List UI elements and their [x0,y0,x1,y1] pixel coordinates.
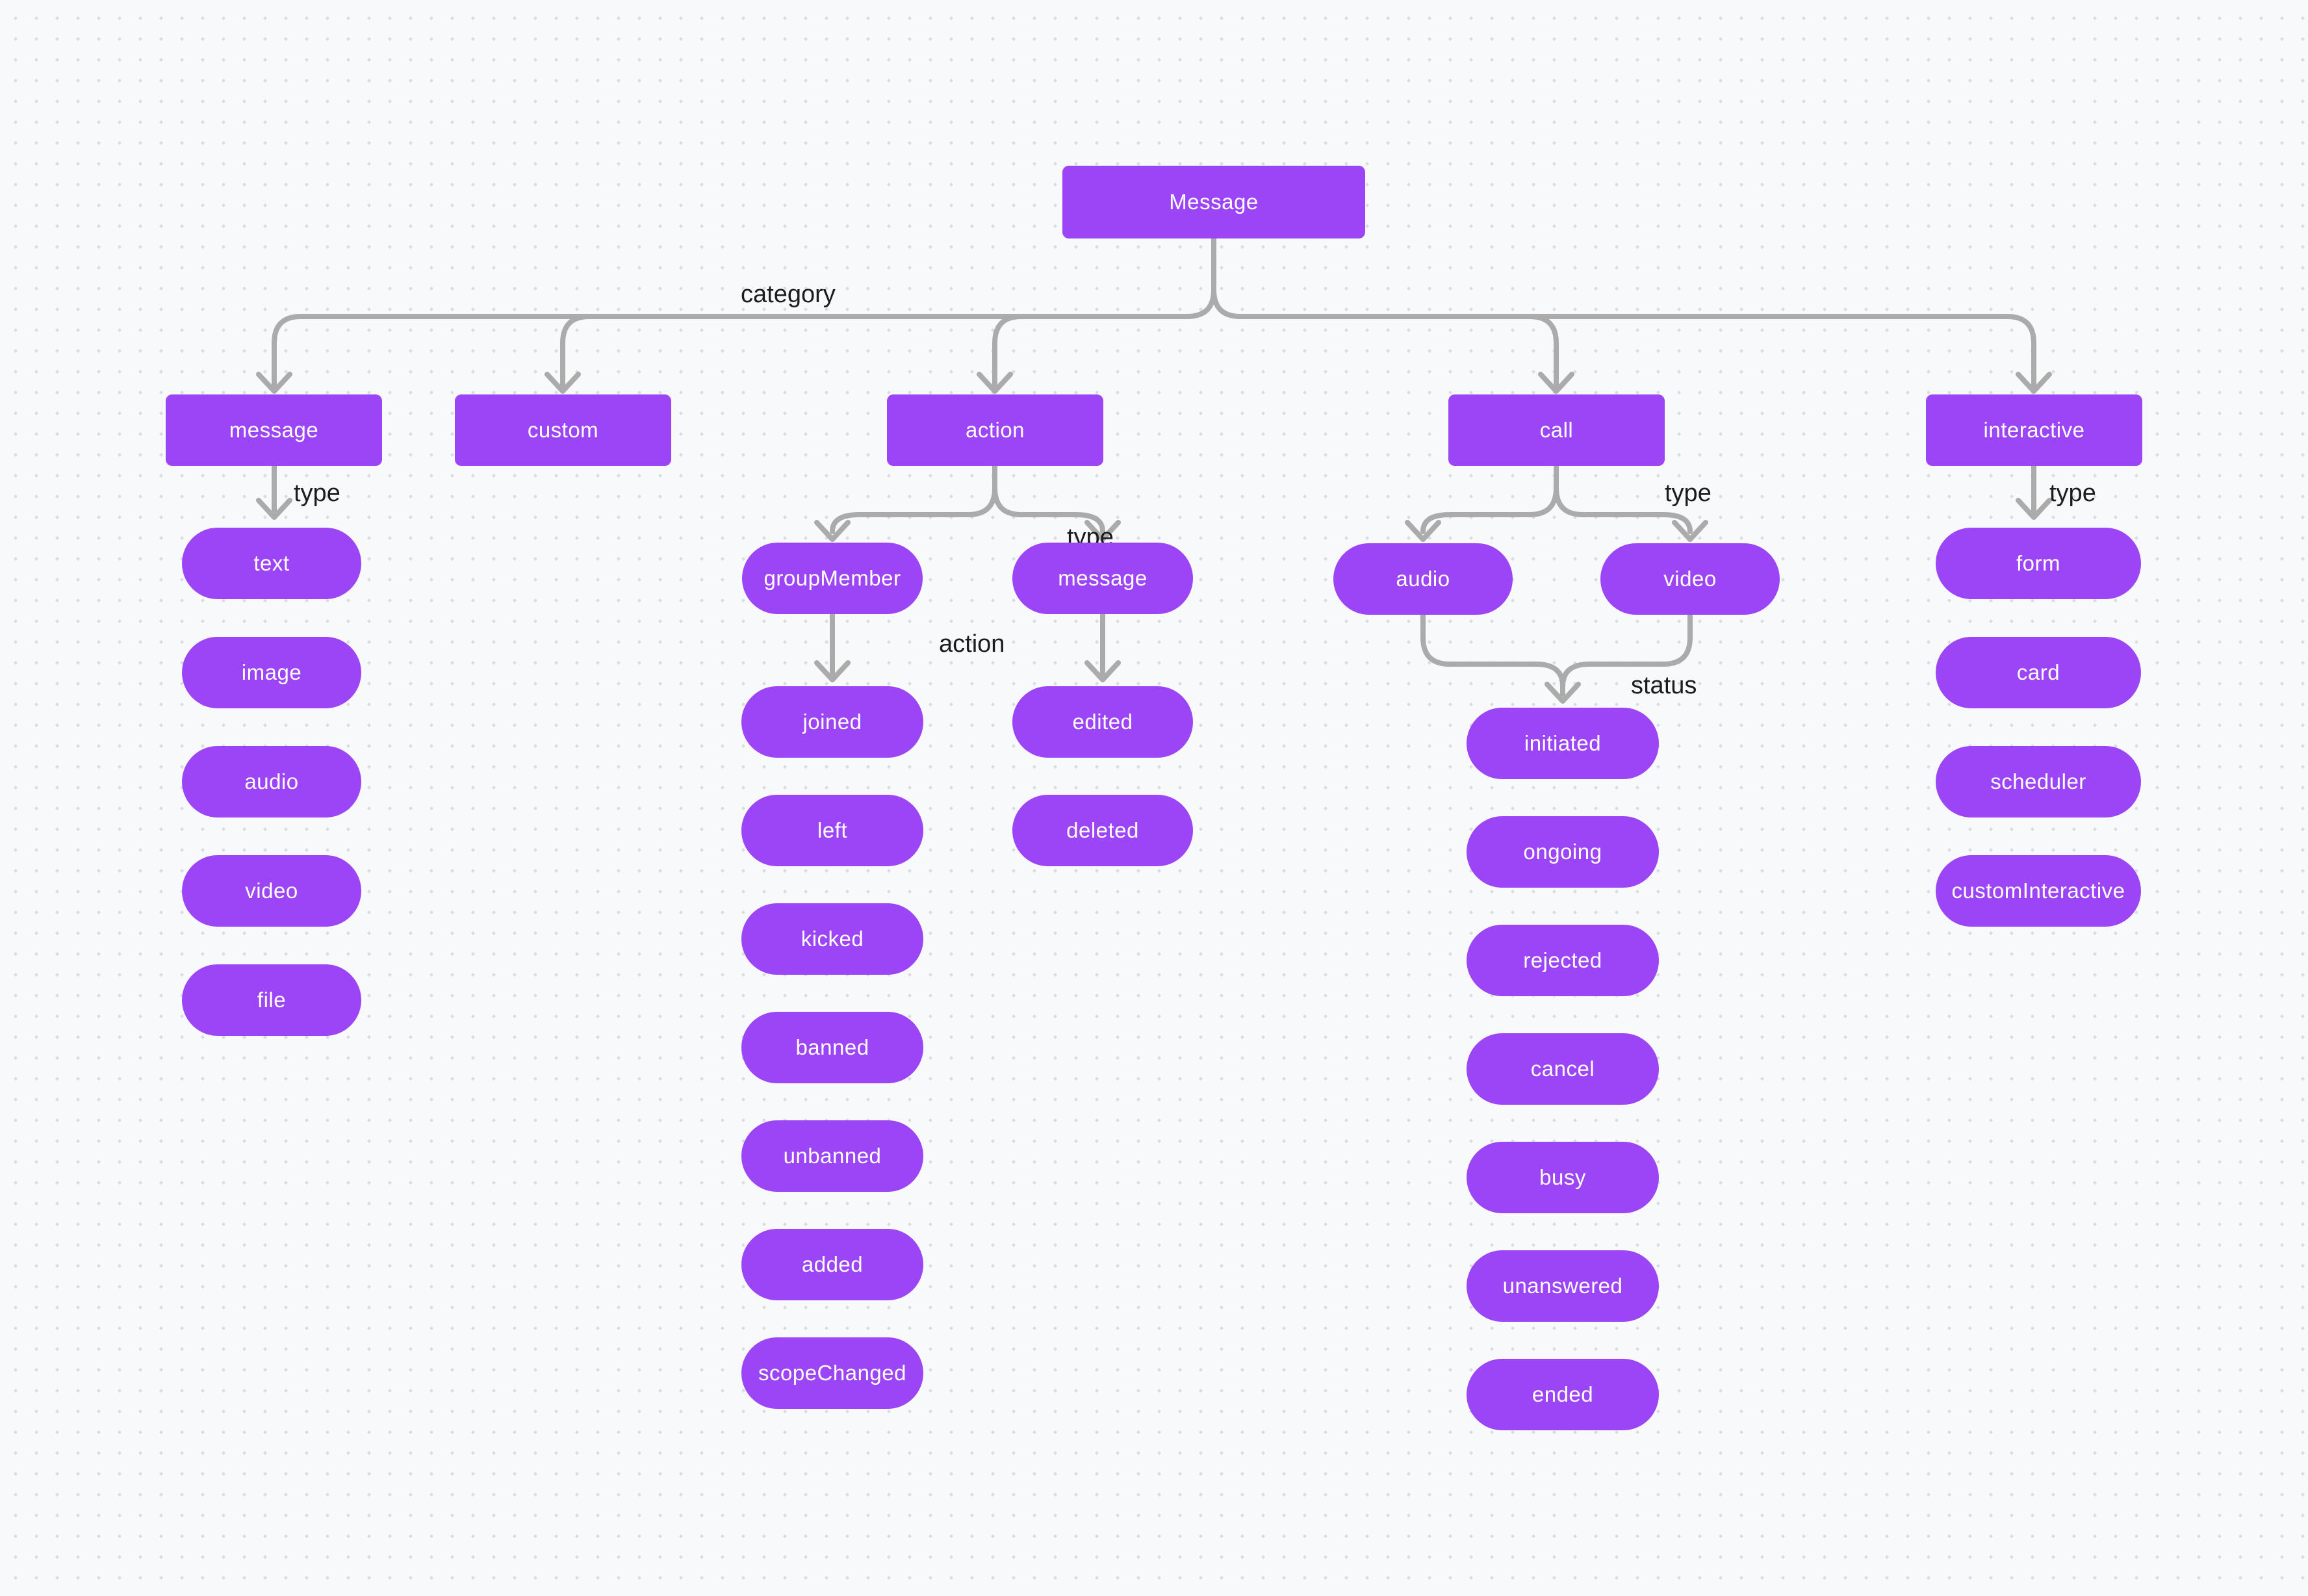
node-type-text[interactable]: text [182,528,361,599]
node-category-interactive[interactable]: interactive [1926,394,2142,466]
edge-label-type-call: type [1665,480,1712,507]
node-groupmember-left[interactable]: left [741,795,923,866]
edge-status-arrowhead [1545,682,1581,704]
edge-root-to-action [977,314,1024,394]
edge-label-action: action [939,630,1005,658]
edge-root-to-custom [545,314,592,394]
node-category-custom[interactable]: custom [455,394,671,466]
edge-label-type-interactive: type [2049,480,2096,507]
node-category-action[interactable]: action [887,394,1103,466]
edge-action-to-groupmember [814,463,997,542]
node-status-unanswered[interactable]: unanswered [1467,1250,1659,1322]
node-type-video[interactable]: video [182,855,361,927]
node-actionmessage-deleted[interactable]: deleted [1012,795,1193,866]
node-type-file[interactable]: file [182,964,361,1036]
node-action-message[interactable]: message [1012,543,1193,614]
edge-groupmember-to-joined [814,611,851,682]
edge-root-to-message [256,236,1216,394]
node-interactive-card[interactable]: card [1936,637,2141,708]
node-type-image[interactable]: image [182,637,361,708]
node-groupmember-kicked[interactable]: kicked [741,903,923,975]
edge-call-to-audio [1405,463,1559,542]
edge-message-to-text [256,463,292,520]
node-groupmember-added[interactable]: added [741,1229,923,1300]
node-groupmember-scopechanged[interactable]: scopeChanged [741,1337,923,1409]
node-category-message[interactable]: message [166,394,382,466]
node-call-video[interactable]: video [1600,543,1780,615]
node-interactive-scheduler[interactable]: scheduler [1936,746,2141,817]
node-category-call[interactable]: call [1448,394,1665,466]
edge-label-status: status [1631,672,1697,699]
node-status-busy[interactable]: busy [1467,1142,1659,1213]
node-type-audio[interactable]: audio [182,746,361,817]
node-call-audio[interactable]: audio [1333,543,1513,615]
node-interactive-custominteractive[interactable]: customInteractive [1936,855,2141,927]
edge-audio-to-status [1420,612,1565,697]
edge-label-type-message: type [294,480,340,507]
edge-actionmessage-to-edited [1084,611,1121,682]
edge-label-category: category [741,281,836,308]
edge-root-to-interactive [1211,236,2052,394]
edge-interactive-to-form [2016,463,2052,520]
node-status-ended[interactable]: ended [1467,1359,1659,1430]
node-status-cancel[interactable]: cancel [1467,1033,1659,1105]
node-groupmember-unbanned[interactable]: unbanned [741,1120,923,1192]
node-message-root[interactable]: Message [1062,166,1365,238]
node-groupmember-joined[interactable]: joined [741,686,923,758]
node-interactive-form[interactable]: form [1936,528,2141,599]
node-status-initiated[interactable]: initiated [1467,708,1659,779]
node-groupmember-banned[interactable]: banned [741,1012,923,1083]
node-status-rejected[interactable]: rejected [1467,925,1659,996]
edge-root-to-call [1527,314,1574,394]
node-status-ongoing[interactable]: ongoing [1467,816,1659,888]
node-actionmessage-edited[interactable]: edited [1012,686,1193,758]
node-action-groupmember[interactable]: groupMember [742,543,923,614]
